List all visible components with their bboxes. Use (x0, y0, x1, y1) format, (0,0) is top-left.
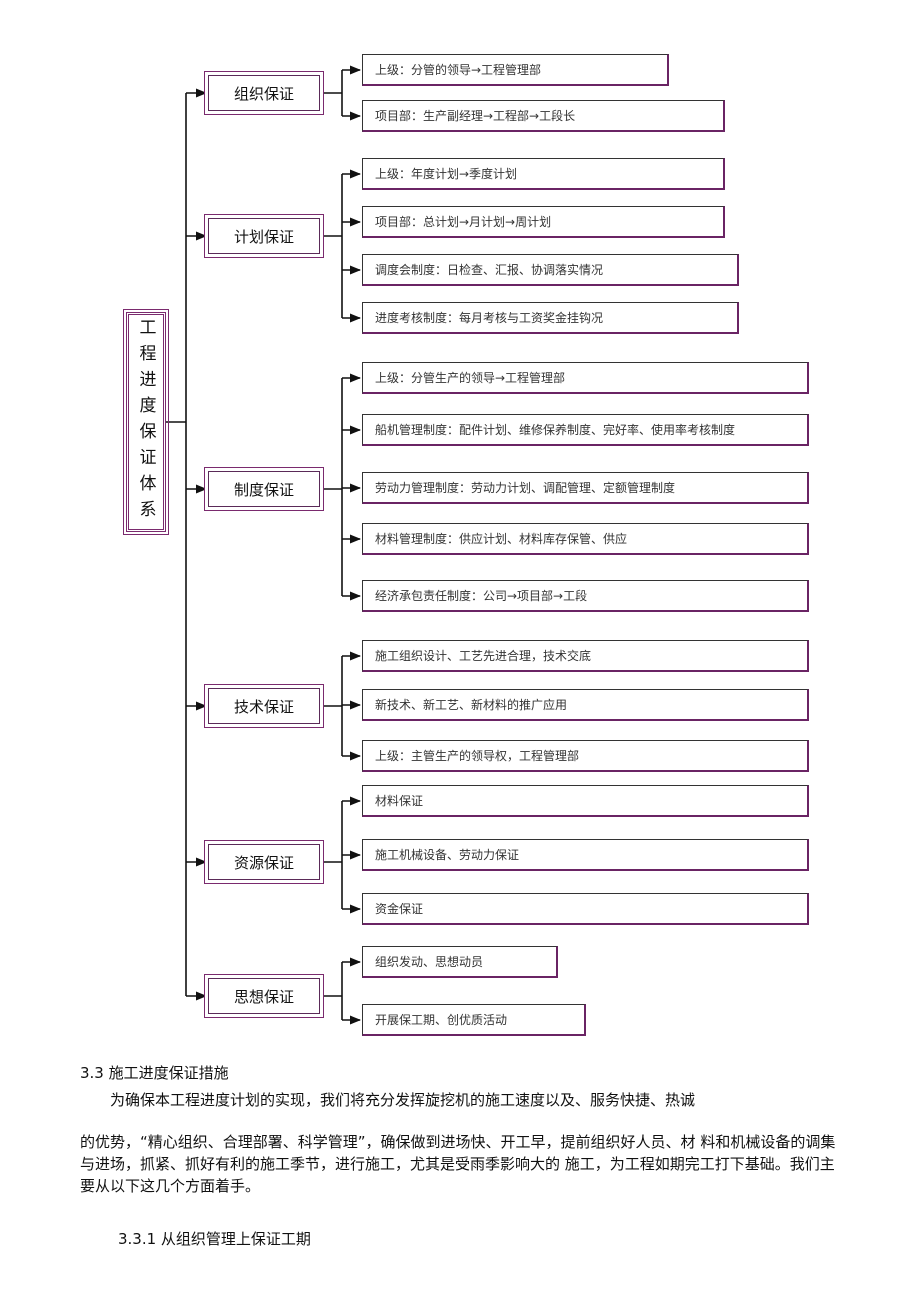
category-label: 组织保证 (233, 84, 294, 103)
item-label: 施工机械设备、劳动力保证 (375, 848, 520, 862)
paragraph-line1: 为确保本工程进度计划的实现，我们将充分发挥旋挖机的施工速度以及、服务快捷、热诚 (110, 1091, 696, 1109)
item-label: 资金保证 (375, 902, 424, 916)
item-box: 上级：主管生产的领导权，工程管理部 (362, 740, 809, 772)
item-label: 组织发动、思想动员 (375, 955, 484, 969)
item-box: 材料保证 (362, 785, 809, 817)
section-heading: 3.3 施工进度保证措施 (80, 1064, 229, 1082)
category-box: 资源保证 (208, 844, 320, 880)
item-label: 上级：主管生产的领导权，工程管理部 (375, 749, 580, 763)
body-text: 3.3 施工进度保证措施 为确保本工程进度计划的实现，我们将充分发挥旋挖机的施工… (80, 1062, 840, 1197)
item-label: 上级：分管的领导→工程管理部 (375, 63, 542, 77)
item-box: 组织发动、思想动员 (362, 946, 558, 978)
item-box: 上级：分管生产的领导→工程管理部 (362, 362, 809, 394)
item-box: 经济承包责任制度：公司→项目部→工段 (362, 580, 809, 612)
item-label: 开展保工期、创优质活动 (375, 1013, 508, 1027)
item-box: 上级：分管的领导→工程管理部 (362, 54, 669, 86)
category-label: 思想保证 (233, 987, 294, 1006)
item-box: 项目部：生产副经理→工程部→工段长 (362, 100, 725, 132)
item-label: 劳动力管理制度：劳动力计划、调配管理、定额管理制度 (375, 481, 676, 495)
item-label: 材料管理制度：供应计划、材料库存保管、供应 (375, 532, 628, 546)
item-label: 项目部：生产副经理→工程部→工段长 (375, 109, 576, 123)
item-label: 上级：年度计划→季度计划 (375, 167, 518, 181)
category-label: 技术保证 (233, 697, 294, 716)
item-label: 上级：分管生产的领导→工程管理部 (375, 371, 566, 385)
item-label: 进度考核制度：每月考核与工资奖金挂钩况 (375, 311, 604, 325)
root-label: 工程进度保证体系 (135, 318, 156, 526)
item-box: 调度会制度：日检查、汇报、协调落实情况 (362, 254, 739, 286)
item-box: 施工机械设备、劳动力保证 (362, 839, 809, 871)
item-label: 材料保证 (375, 794, 424, 808)
item-box: 进度考核制度：每月考核与工资奖金挂钩况 (362, 302, 739, 334)
item-label: 新技术、新工艺、新材料的推广应用 (375, 698, 568, 712)
item-box: 新技术、新工艺、新材料的推广应用 (362, 689, 809, 721)
item-box: 劳动力管理制度：劳动力计划、调配管理、定额管理制度 (362, 472, 809, 504)
item-label: 经济承包责任制度：公司→项目部→工段 (375, 589, 588, 603)
category-box: 制度保证 (208, 471, 320, 507)
item-box: 船机管理制度：配件计划、维修保养制度、完好率、使用率考核制度 (362, 414, 809, 446)
connector-lines (166, 65, 362, 1025)
paragraph-body: 的优势，“精心组织、合理部署、科学管理”，确保做到进场快、开工早，提前组织好人员… (80, 1133, 836, 1195)
item-label: 施工组织设计、工艺先进合理，技术交底 (375, 649, 592, 663)
category-label: 计划保证 (233, 227, 294, 246)
category-box: 技术保证 (208, 688, 320, 724)
item-box: 施工组织设计、工艺先进合理，技术交底 (362, 640, 809, 672)
subsection-heading: 3.3.1 从组织管理上保证工期 (118, 1230, 311, 1248)
item-box: 资金保证 (362, 893, 809, 925)
root-box: 工程进度保证体系 (123, 309, 169, 535)
category-label: 资源保证 (233, 853, 294, 872)
category-box: 思想保证 (208, 978, 320, 1014)
item-label: 调度会制度：日检查、汇报、协调落实情况 (375, 263, 604, 277)
item-label: 船机管理制度：配件计划、维修保养制度、完好率、使用率考核制度 (375, 423, 736, 437)
item-box: 项目部：总计划→月计划→周计划 (362, 206, 725, 238)
category-box: 组织保证 (208, 75, 320, 111)
item-box: 材料管理制度：供应计划、材料库存保管、供应 (362, 523, 809, 555)
item-box: 上级：年度计划→季度计划 (362, 158, 725, 190)
category-box: 计划保证 (208, 218, 320, 254)
progress-guarantee-diagram: 工程进度保证体系 组织保证 上级：分管的领导→工程管理部项目部：生产副经理→工程部… (123, 54, 809, 1036)
item-box: 开展保工期、创优质活动 (362, 1004, 586, 1036)
category-label: 制度保证 (233, 480, 294, 499)
item-label: 项目部：总计划→月计划→周计划 (375, 215, 552, 229)
